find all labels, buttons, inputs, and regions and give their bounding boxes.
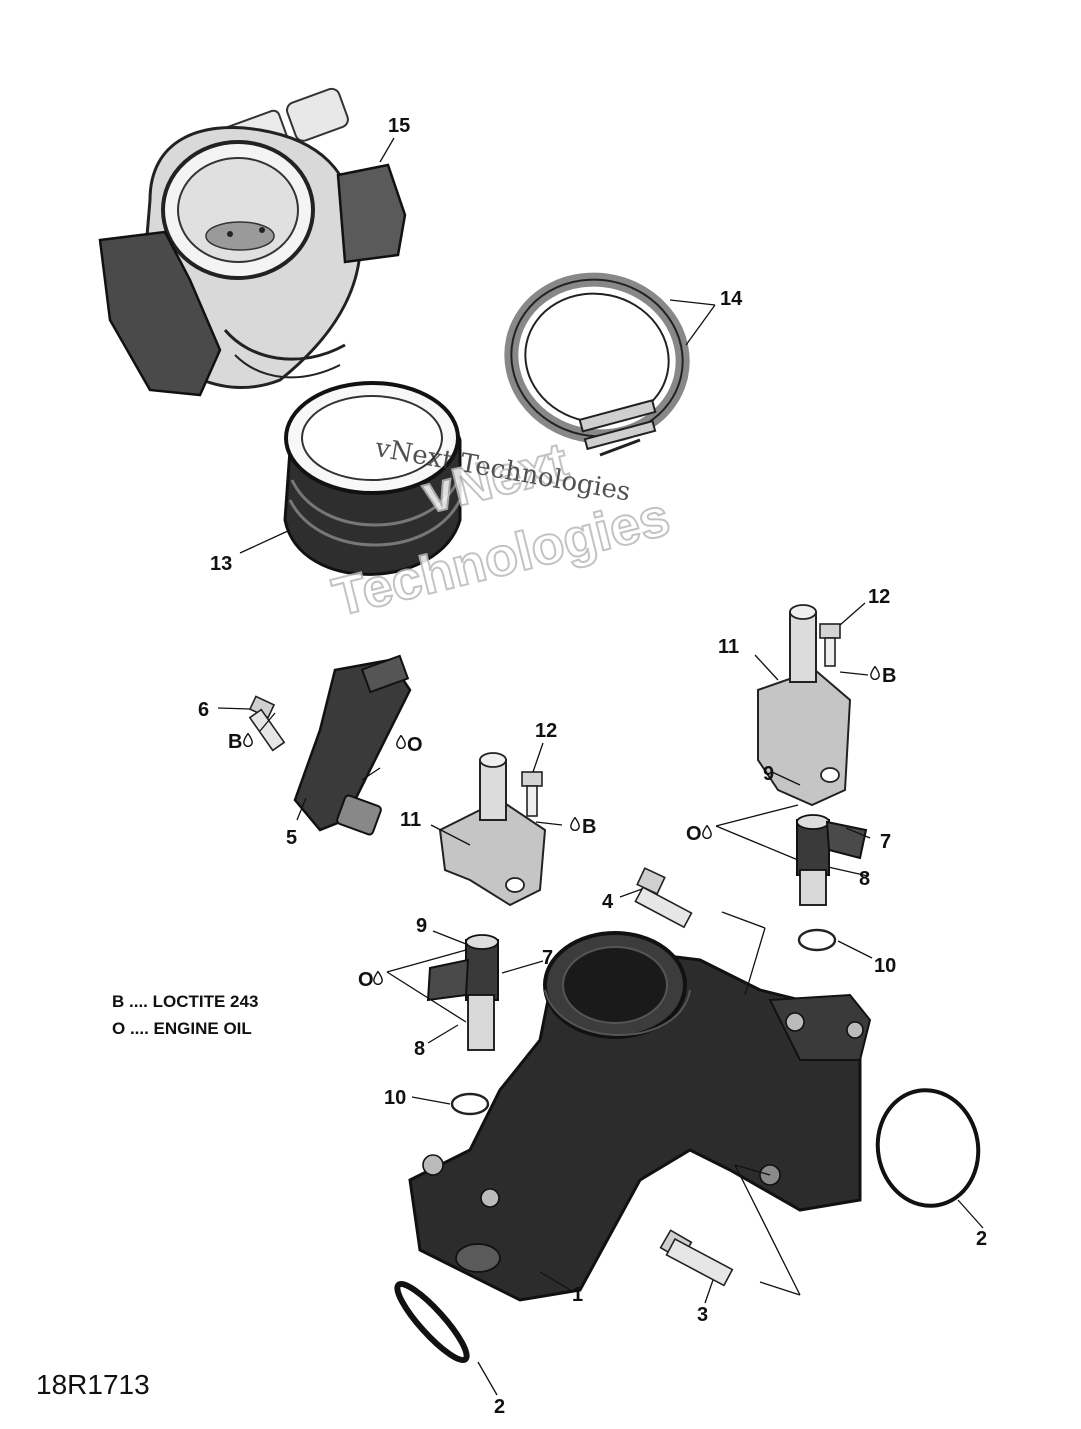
drop-icon [870,666,880,680]
drop-icon [243,733,253,747]
o-ring-10-left [450,1092,490,1116]
callout-2-bottom: 2 [494,1396,505,1418]
mark-b-left: B [582,816,596,838]
callout-9-right: 9 [763,763,774,785]
callout-7-left: 7 [542,947,553,969]
callout-15: 15 [388,115,410,137]
fuel-injector-right [796,814,868,906]
callout-1: 1 [572,1284,583,1306]
callout-labels: 15 14 13 12 11 6 12 11 5 9 7 8 4 10 9 7 … [198,115,987,1418]
mark-b-right: B [882,665,896,687]
legend-loctite: B .... LOCTITE 243 [112,992,258,1011]
callout-7-right: 7 [880,831,891,853]
adapter-sleeve-part [283,381,462,576]
callout-11-left: 11 [400,809,421,831]
callout-10-left: 10 [384,1087,406,1109]
throttle-body-part [98,87,407,397]
drop-icon [373,971,383,985]
mark-o-sensor: O [407,734,423,756]
drop-icon [702,825,712,839]
drop-icon [396,735,406,749]
gasket-2-bottom [394,1280,470,1364]
callout-12-right: 12 [868,586,890,608]
callout-8-left: 8 [414,1038,425,1060]
o-ring-10-right [797,928,837,952]
callout-11-right: 11 [718,636,739,658]
callout-6: 6 [198,699,209,721]
legend-engine-oil: O .... ENGINE OIL [112,1019,252,1038]
mark-o-injector-left: O [358,969,374,991]
fuel-rail-support-left [438,752,547,907]
legend: B .... LOCTITE 243 O .... ENGINE OIL [112,992,258,1038]
callout-2-right: 2 [976,1228,987,1250]
fuel-rail-support-right [757,604,852,807]
mark-o-injector-right: O [686,823,702,845]
callout-3: 3 [697,1304,708,1326]
screw-part-4 [634,867,693,929]
callout-14: 14 [720,288,743,310]
callout-4: 4 [602,891,614,913]
callout-12-left: 12 [535,720,557,742]
intake-manifold-part [408,931,872,1302]
fuel-injector-left [426,934,499,1051]
callout-9-left: 9 [416,915,427,937]
callout-10-right: 10 [874,955,896,977]
mark-b-screw6: B [228,731,242,753]
leader-lines [217,137,984,1396]
screw-part-3 [659,1229,734,1287]
callout-8-right: 8 [859,868,870,890]
product-marks: B B O B O O [228,665,896,991]
callout-5: 5 [286,827,297,849]
clamp-part [504,272,690,457]
callout-13: 13 [210,553,232,575]
figure-reference-code: 18R1713 [36,1369,150,1400]
gasket-2-right [875,1088,981,1208]
screw-part-6 [248,695,286,752]
drop-icon [570,817,580,831]
map-sensor-part [293,654,412,836]
